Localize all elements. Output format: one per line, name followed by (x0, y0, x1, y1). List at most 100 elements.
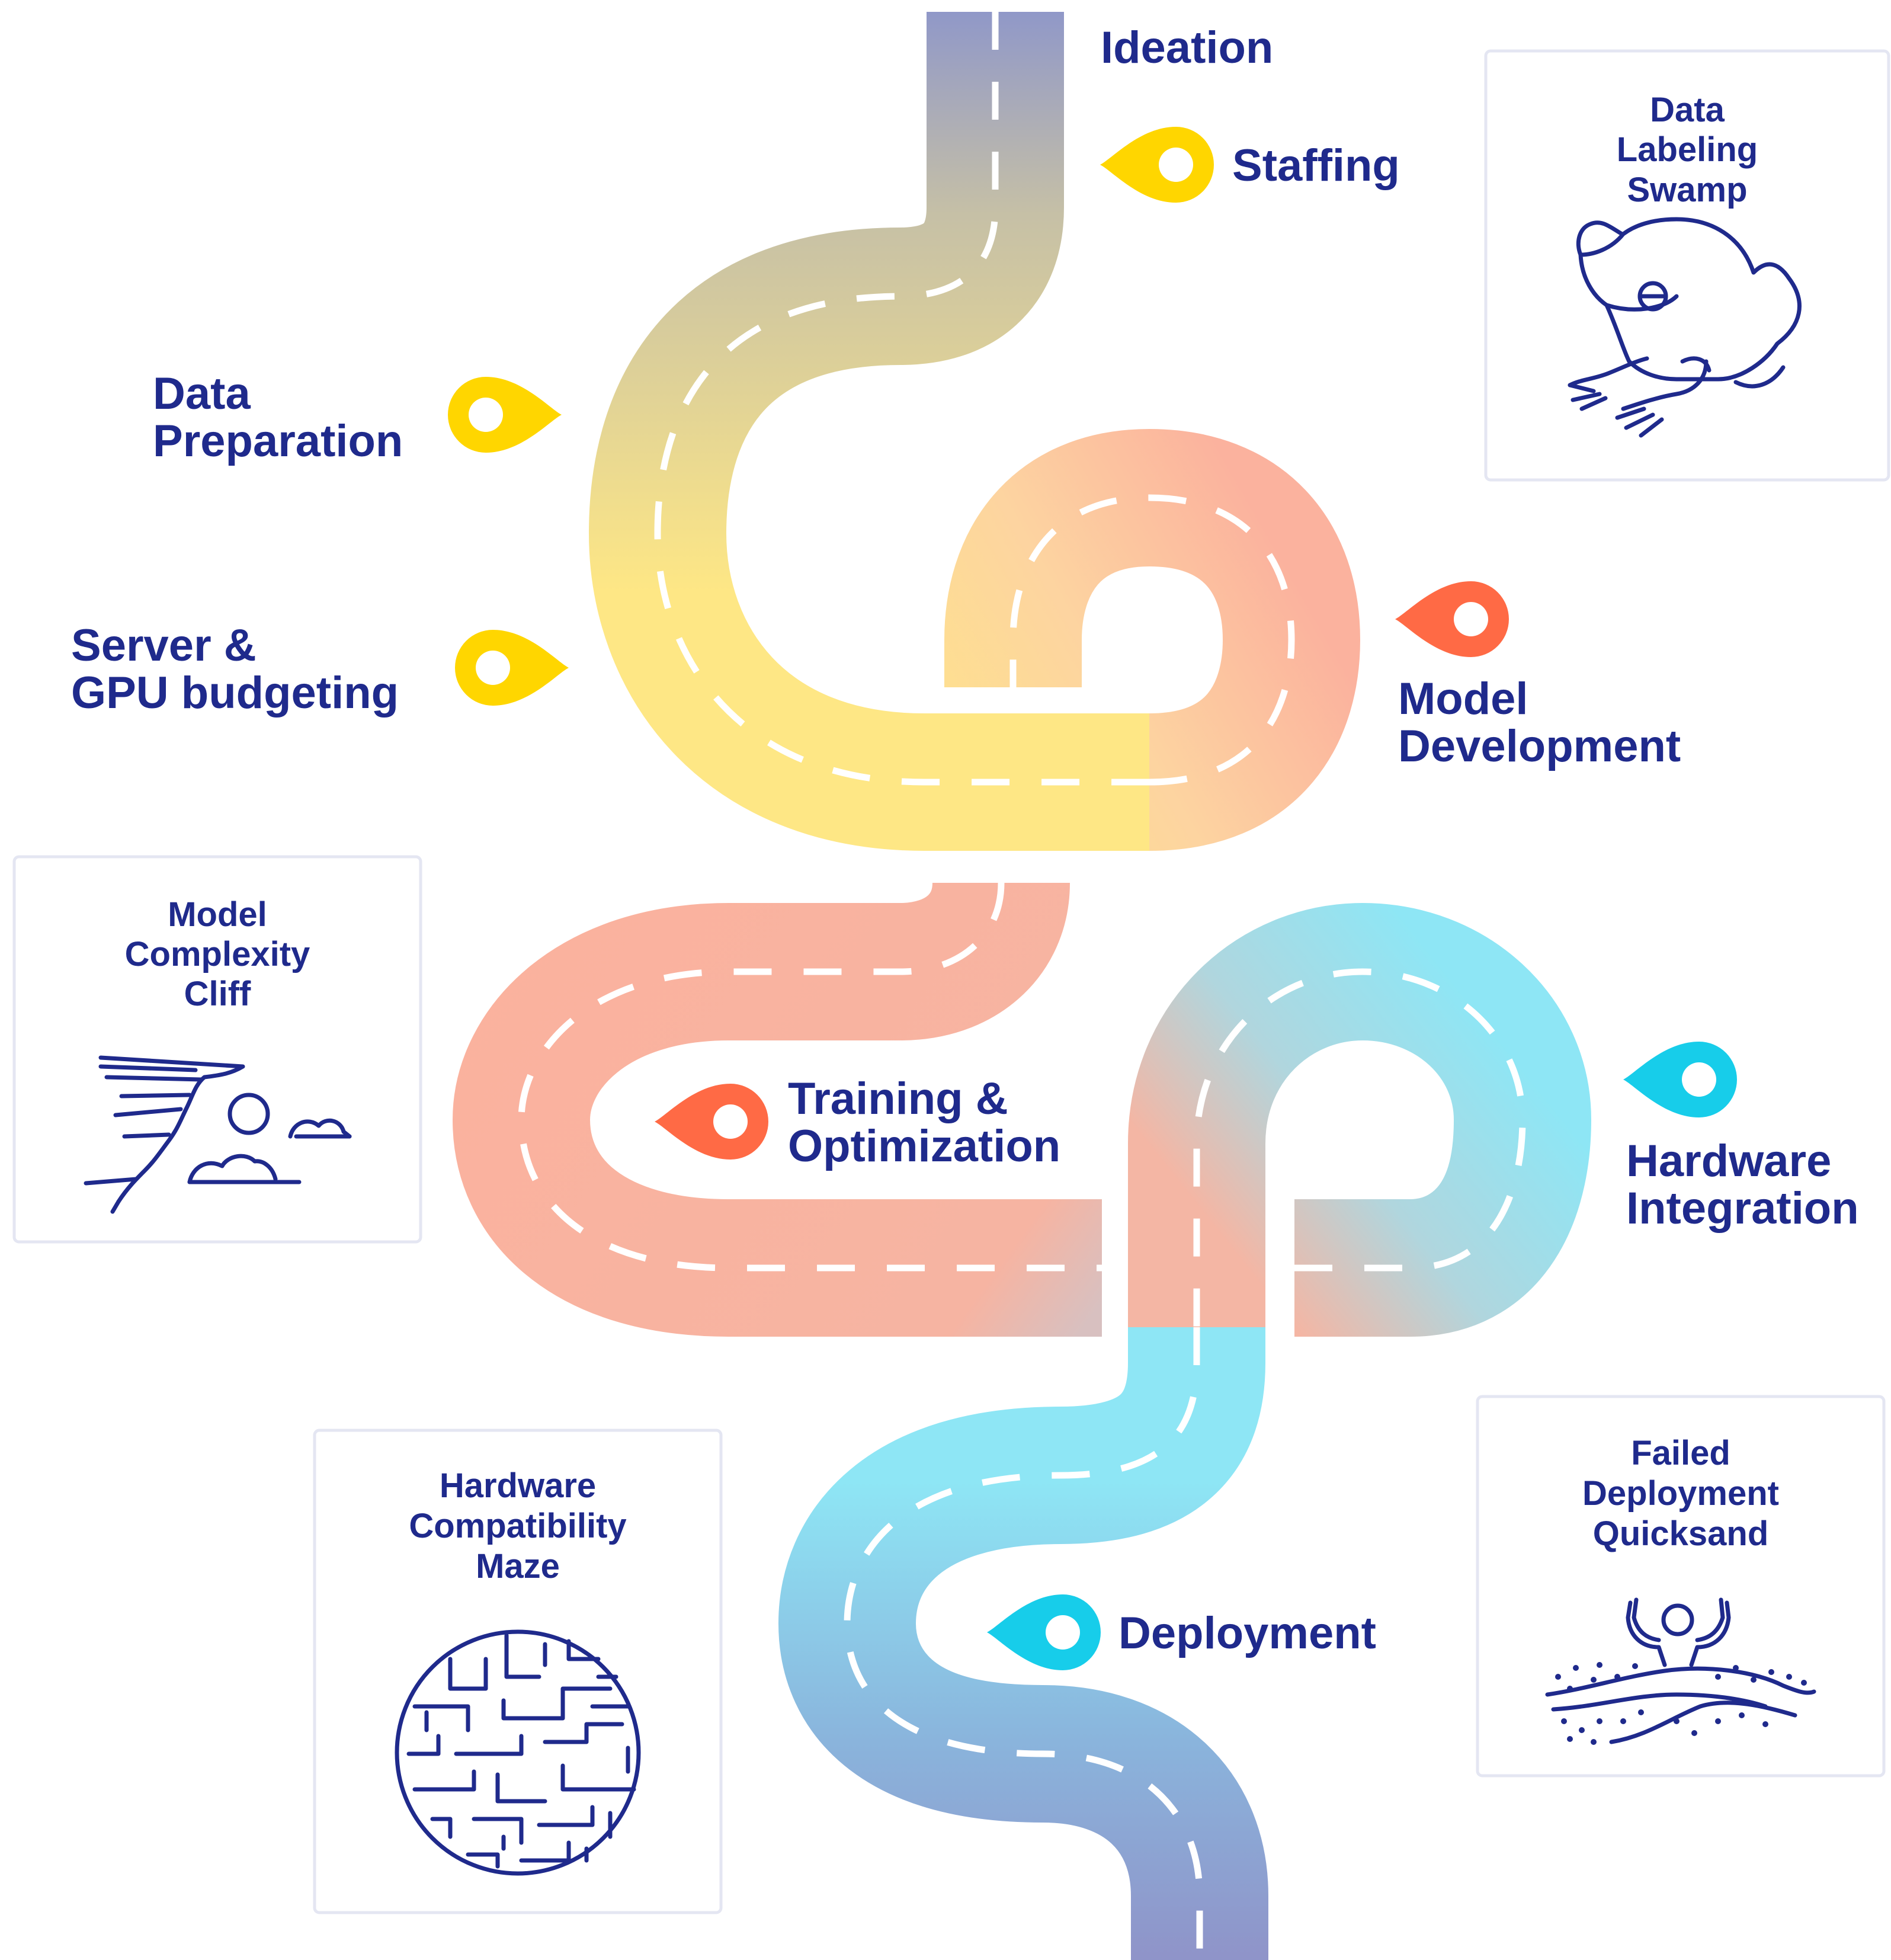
stage-label-data-preparation: Data Preparation (153, 369, 403, 466)
pin-body (448, 377, 562, 453)
pin-body (1623, 1042, 1737, 1117)
quicksand-icon (1545, 1597, 1816, 1744)
obstacle-title-line: Maze (476, 1547, 560, 1586)
sand-dot (1579, 1727, 1585, 1733)
stage-label-line: Data (153, 369, 251, 419)
stage-label-staffing: Staffing (1232, 140, 1400, 191)
pin-hole (1046, 1615, 1080, 1650)
sand-dot (1597, 1662, 1602, 1668)
obstacle-card-frame (1476, 1395, 1886, 1778)
cliff-icon (84, 1055, 352, 1214)
quicksand-dots (1555, 1662, 1807, 1745)
stage-pins (448, 127, 1737, 1670)
sand-dot (1786, 1674, 1792, 1680)
stage-label-server-gpu-budgeting: Server & GPU budgeting (71, 620, 399, 718)
obstacle-title-line: Swamp (1627, 171, 1747, 209)
obstacle-title-line: Quicksand (1593, 1514, 1769, 1553)
maze-icon (395, 1629, 641, 1876)
stage-label-line: Integration (1626, 1183, 1859, 1234)
road-segment-development (944, 429, 1360, 851)
sand-dot (1674, 1718, 1680, 1724)
sand-dot (1768, 1669, 1774, 1675)
stage-label-model-development: Model Development (1398, 674, 1681, 771)
location-pin-icon (448, 377, 562, 453)
stage-label-line: Deployment (1118, 1608, 1376, 1658)
road-segment-training (453, 879, 1102, 1337)
obstacle-title-line: Cliff (184, 975, 251, 1013)
sand-dot (1739, 1712, 1745, 1718)
obstacle-card-frame (12, 855, 422, 1244)
location-pin-icon (1623, 1042, 1737, 1117)
pin-hole (1682, 1062, 1716, 1097)
obstacle-card-hardware-compatibility-maze: Hardware Compatibility Maze (313, 1429, 723, 1914)
obstacle-title-line: Failed (1631, 1434, 1730, 1472)
pin-hole (1159, 148, 1193, 182)
obstacle-title-line: Complexity (125, 935, 310, 973)
obstacle-title-line: Model (168, 895, 267, 934)
location-pin-icon (455, 630, 569, 706)
sand-dot (1762, 1721, 1768, 1727)
stage-label-line: Ideation (1101, 23, 1273, 73)
sand-dot (1751, 1677, 1757, 1683)
obstacle-title-line: Compatibility (409, 1507, 626, 1545)
road-segment-hardware (1128, 903, 1591, 1337)
stage-label-training-optimization: Training & Optimization (788, 1074, 1060, 1171)
sand-dot (1614, 1674, 1620, 1680)
sand-dot (1733, 1665, 1739, 1671)
stage-label-hardware-integration: Hardware Integration (1626, 1136, 1859, 1234)
sand-dot (1591, 1677, 1597, 1683)
sand-dot (1597, 1718, 1602, 1724)
obstacle-title-line: Deployment (1582, 1474, 1779, 1513)
sand-dot (1567, 1686, 1573, 1692)
location-pin-icon (655, 1084, 768, 1160)
pin-hole (469, 398, 503, 432)
sand-dot (1573, 1665, 1579, 1671)
winding-road (453, 12, 1591, 1960)
obstacle-card-failed-deployment-quicksand: Failed Deployment Quicksand (1476, 1395, 1886, 1778)
pin-hole (713, 1104, 748, 1139)
sand-dot (1801, 1680, 1807, 1686)
sand-dot (1632, 1663, 1638, 1669)
pin-body (455, 630, 569, 706)
location-pin-icon (987, 1594, 1101, 1670)
pin-body (655, 1084, 768, 1160)
stage-label-line: Staffing (1232, 140, 1400, 191)
stage-label-line: Optimization (788, 1121, 1060, 1171)
stage-label-line: Server & (71, 620, 257, 671)
stage-label-line: Model (1398, 674, 1528, 724)
stage-label-ideation: Ideation (1101, 23, 1273, 73)
location-pin-icon (1100, 127, 1214, 203)
sand-dot (1591, 1739, 1597, 1745)
pin-body (987, 1594, 1101, 1670)
obstacle-card-frame (1484, 49, 1890, 482)
pin-hole (1454, 602, 1488, 636)
stage-label-line: Development (1398, 721, 1681, 771)
frog-icon (1568, 217, 1802, 438)
pin-body (1395, 581, 1509, 657)
sand-dot (1638, 1709, 1644, 1715)
stage-label-line: GPU budgeting (71, 668, 399, 718)
sand-dot (1715, 1718, 1721, 1724)
obstacle-title-line: Hardware (440, 1466, 596, 1505)
obstacle-card-model-complexity-cliff: Model Complexity Cliff (12, 855, 422, 1244)
pin-hole (476, 651, 510, 685)
sand-dot (1561, 1718, 1567, 1724)
obstacle-title-line: Data (1650, 91, 1725, 129)
stage-label-line: Hardware (1626, 1136, 1831, 1186)
sand-dot (1620, 1718, 1626, 1724)
obstacle-card-frame (313, 1429, 723, 1914)
sand-dot (1555, 1674, 1561, 1680)
stage-label-deployment: Deployment (1118, 1608, 1376, 1658)
stage-label-line: Preparation (153, 416, 403, 466)
road-segment-preparation (589, 12, 1149, 851)
sand-dot (1715, 1674, 1721, 1680)
stage-label-line: Training & (788, 1074, 1008, 1124)
obstacle-title-line: Labeling (1617, 130, 1758, 169)
obstacle-card-data-labeling-swamp: Data Labeling Swamp (1484, 49, 1890, 482)
pin-body (1100, 127, 1214, 203)
road-segment-deployment (778, 1294, 1268, 1960)
sand-dot (1567, 1736, 1573, 1742)
sand-dot (1691, 1730, 1697, 1736)
location-pin-icon (1395, 581, 1509, 657)
